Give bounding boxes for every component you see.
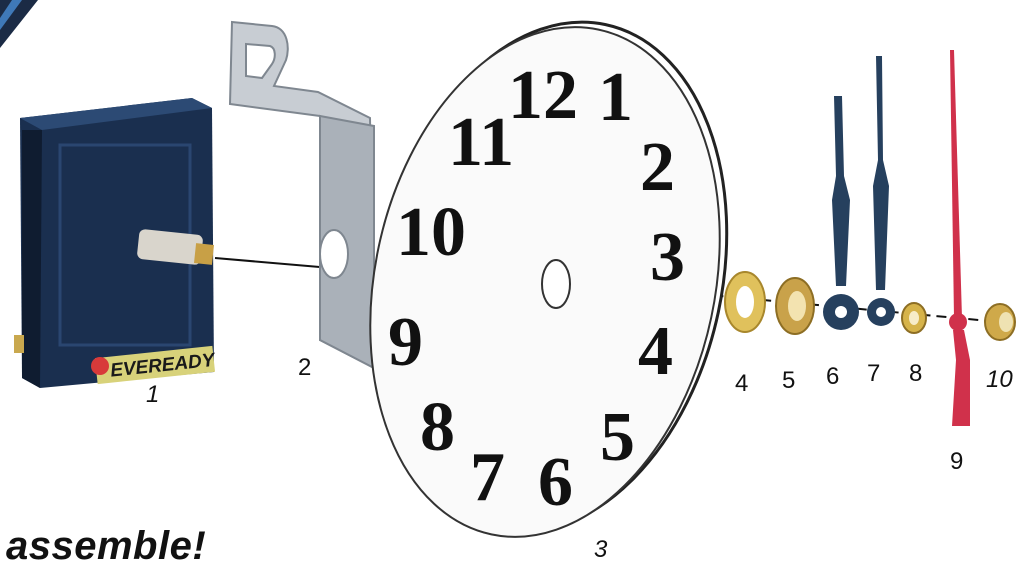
hanger-bracket [230,22,374,368]
assemble-caption: assemble! [6,524,206,569]
dial-numeral-5: 5 [600,399,635,476]
minute-hand [867,56,895,326]
dial-numeral-3: 3 [650,219,685,296]
dial-numeral-8: 8 [420,389,455,466]
dial-numeral-9: 9 [388,304,423,381]
part-label-3: 3 [594,536,607,564]
part-label-9: 9 [950,448,963,476]
clock-movement: EVEREADY [14,98,218,388]
corner-banner [0,0,38,48]
part-label-7: 7 [867,360,880,388]
part-label-1: 1 [146,381,159,409]
part-label-6: 6 [826,363,839,391]
part-label-10: 10 [986,366,1013,394]
dial-numeral-6: 6 [538,444,573,521]
part-label-8: 8 [909,360,922,388]
part-label-2: 2 [298,354,311,382]
dial-numeral-10: 10 [396,194,466,271]
part-label-5: 5 [782,367,795,395]
dial-numeral-7: 7 [470,439,505,516]
dial-numeral-11: 11 [448,104,514,181]
dial-numeral-12: 12 [508,57,578,134]
hour-hand [823,96,859,330]
second-hand [949,50,970,426]
clock-dial: 12 1 2 3 4 5 6 7 8 9 10 11 [325,0,772,564]
dial-numeral-2: 2 [640,129,675,206]
dial-numeral-1: 1 [598,59,633,136]
part-label-4: 4 [735,370,748,398]
dial-numeral-4: 4 [638,313,673,390]
